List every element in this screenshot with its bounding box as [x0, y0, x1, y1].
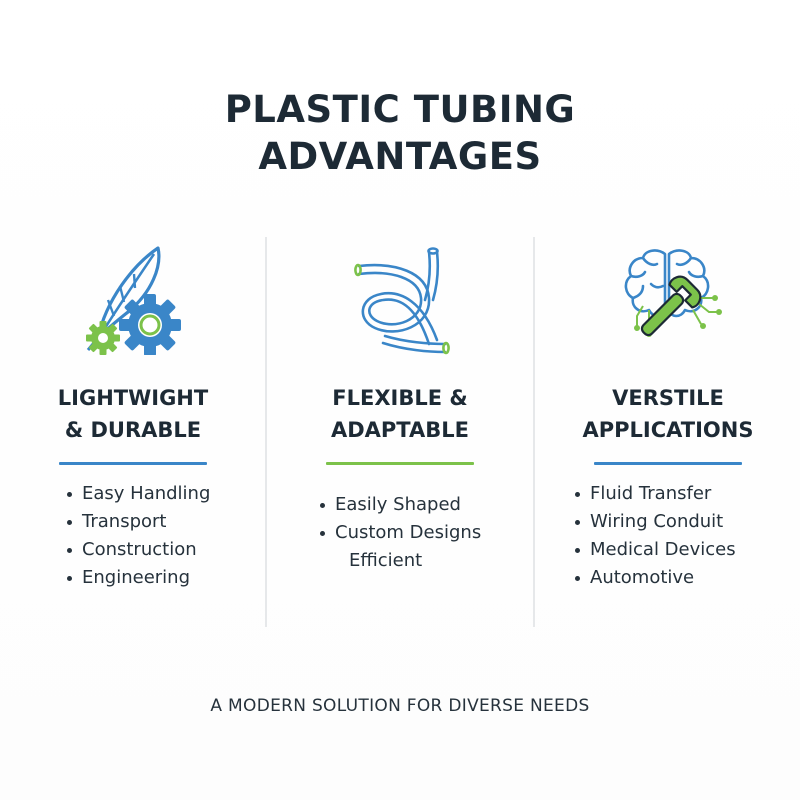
list-item: Custom Designs: [319, 519, 481, 547]
heading-line-2: ADAPTABLE: [330, 418, 469, 442]
feather-gears-icon: [78, 240, 188, 360]
list-item: Automotive: [574, 564, 736, 592]
list-item: Transport: [66, 508, 210, 536]
list-item: Fluid Transfer: [574, 480, 736, 508]
heading-underline: [59, 462, 207, 465]
column-heading: LIGHTWIGHT & DURABLE: [0, 382, 266, 446]
heading-underline: [594, 462, 742, 465]
list-item: Easily Shaped: [319, 491, 481, 519]
column-heading: FLEXIBLE & ADAPTABLE: [267, 382, 533, 446]
title-line-2: ADVANTAGES: [258, 135, 542, 178]
heading-underline: [326, 462, 474, 465]
column-flexible-adaptable: FLEXIBLE & ADAPTABLE Easily Shaped Custo…: [267, 235, 533, 635]
heading-line-2: & DURABLE: [64, 418, 202, 442]
brain-wrench-icon: [613, 240, 723, 360]
column-divider-2: [533, 237, 535, 627]
column-divider-1: [265, 237, 267, 627]
feature-list: Fluid Transfer Wiring Conduit Medical De…: [574, 480, 736, 592]
coiled-tube-icon: [345, 240, 455, 360]
list-item: Construction: [66, 536, 210, 564]
heading-line-2: APPLICATIONS: [582, 418, 754, 442]
list-item: Efficient: [349, 550, 423, 571]
list-item: Wiring Conduit: [574, 508, 736, 536]
title-line-1: PLASTIC TUBING: [224, 88, 576, 131]
footer-tagline: A MODERN SOLUTION FOR DIVERSE NEEDS: [210, 696, 590, 716]
column-versatile-applications: VERSTILE APPLICATIONS Fluid Transfer Wir…: [535, 235, 800, 635]
heading-line-1: FLEXIBLE &: [332, 386, 468, 410]
page-title: PLASTIC TUBING ADVANTAGES: [0, 86, 800, 180]
heading-line-1: LIGHTWIGHT: [57, 386, 209, 410]
feature-list: Easily Shaped Custom Designs Efficient: [319, 491, 481, 575]
column-heading: VERSTILE APPLICATIONS: [535, 382, 800, 446]
feature-list: Easy Handling Transport Construction Eng…: [66, 480, 210, 592]
column-lightweight-durable: LIGHTWIGHT & DURABLE Easy Handling Trans…: [0, 235, 266, 635]
list-item: Easy Handling: [66, 480, 210, 508]
list-item: Medical Devices: [574, 536, 736, 564]
list-item: Engineering: [66, 564, 210, 592]
heading-line-1: VERSTILE: [612, 386, 724, 410]
